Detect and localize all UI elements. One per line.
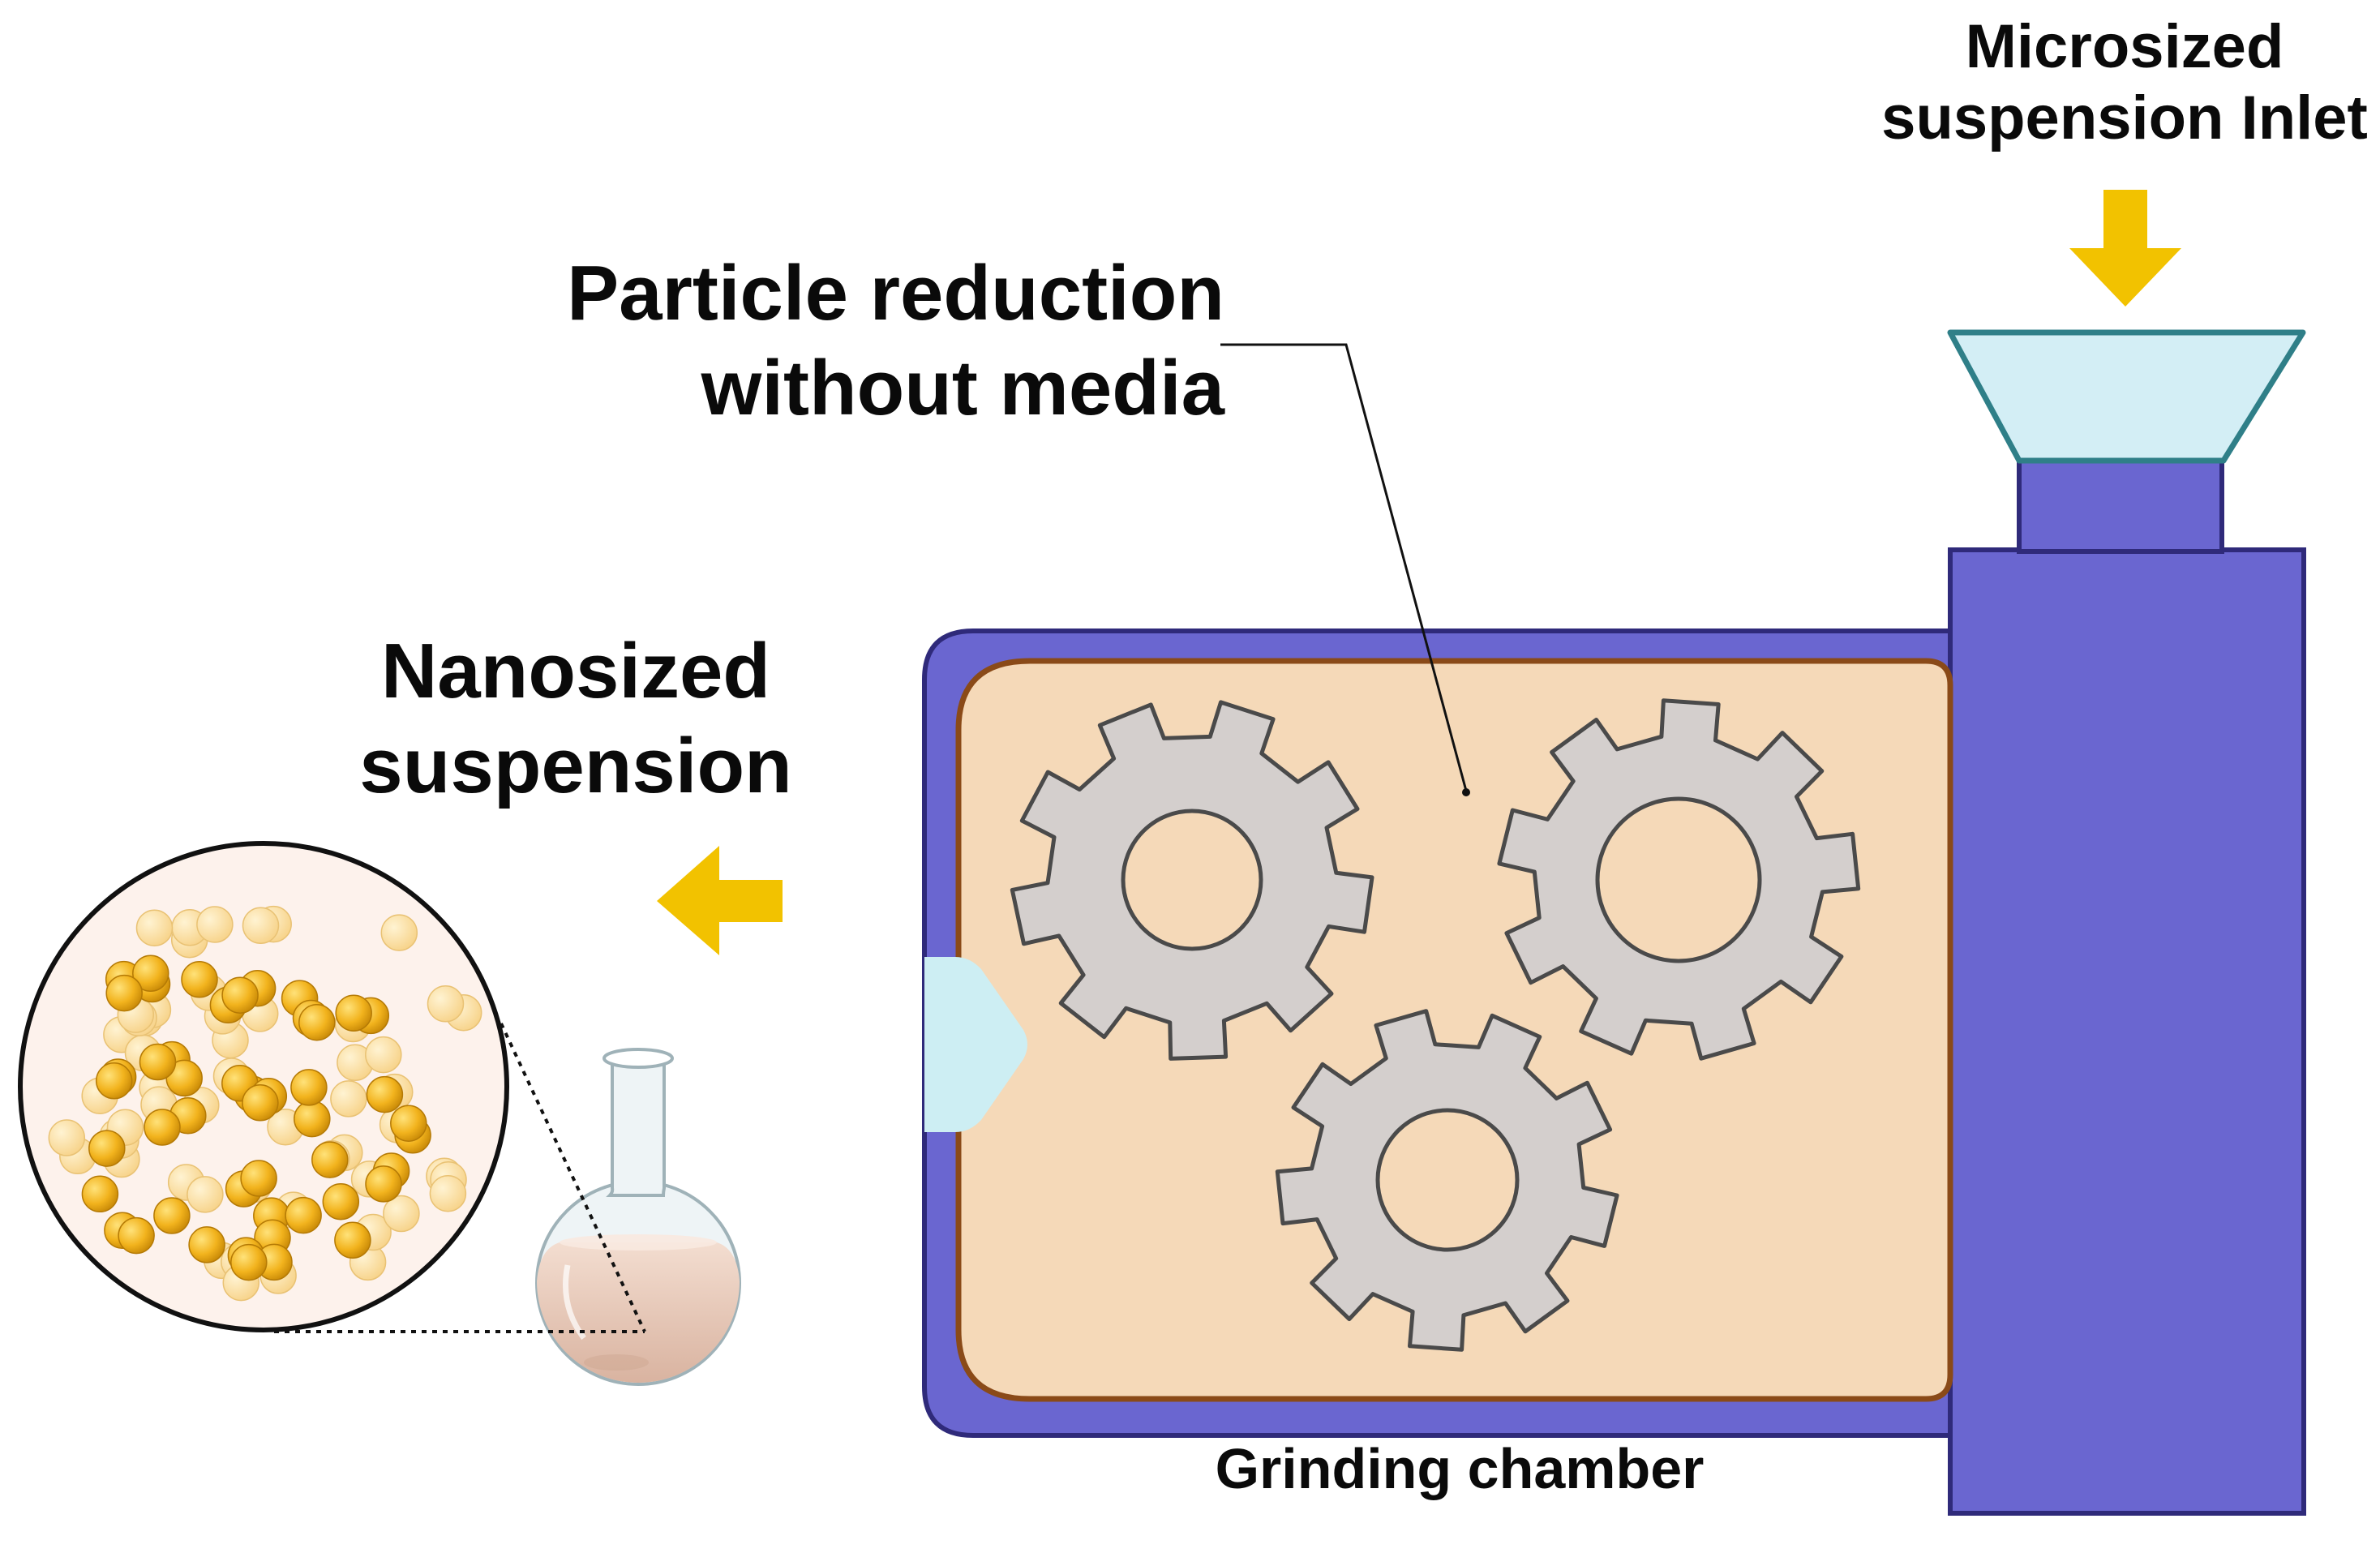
gear-top-right-icon — [1497, 698, 1861, 1061]
flask-icon — [535, 1048, 741, 1386]
nanoparticle — [330, 1080, 367, 1118]
nanoparticles — [48, 905, 482, 1302]
nanoparticle — [240, 1160, 277, 1197]
chamber-interior — [955, 658, 1953, 1402]
inlet-label-line2: suspension Inlet — [1881, 83, 2368, 152]
nanoparticle — [322, 1182, 360, 1221]
nanoparticle — [290, 1069, 328, 1106]
nanoparticle — [153, 1197, 191, 1234]
nanoparticle — [298, 1003, 336, 1041]
nanoparticle — [48, 1119, 86, 1156]
tower-body — [1948, 547, 2306, 1516]
nanoparticle — [230, 1243, 268, 1281]
nanoparticle — [334, 1221, 371, 1259]
nanoparticle — [81, 1175, 119, 1213]
nanoparticle — [132, 955, 169, 993]
nanoparticle — [105, 974, 143, 1012]
tower-neck — [2017, 458, 2224, 554]
reduction-leader-dot — [1462, 788, 1470, 796]
nanoparticle — [311, 1141, 349, 1178]
gear-bottom-icon — [1275, 1009, 1619, 1352]
nanoparticle — [188, 1226, 225, 1263]
nanoparticle — [335, 994, 372, 1032]
outlet-nozzle — [924, 957, 1027, 1132]
nanoparticle — [390, 1105, 427, 1142]
nanoparticle-zoom-view — [18, 841, 509, 1332]
nanoparticle — [365, 1036, 402, 1074]
nanoparticle — [429, 1174, 467, 1212]
nanoparticle — [242, 907, 280, 945]
inlet-tower — [1947, 329, 2306, 1516]
nanoparticle — [365, 1165, 402, 1203]
chamber-label: Grinding chamber — [1215, 1437, 1705, 1500]
reduction-leader-line — [1220, 343, 1468, 792]
inlet-hopper — [1947, 329, 2306, 464]
outlet-label-line1: Nanosized — [380, 628, 771, 714]
nanoparticle — [427, 985, 465, 1023]
nanoparticle — [135, 909, 174, 946]
nanoparticle — [95, 1062, 133, 1100]
nanoparticle — [196, 906, 234, 943]
nanoparticle — [366, 1075, 404, 1113]
outlet-arrow-icon — [657, 846, 783, 955]
zoom-connector — [274, 1023, 646, 1333]
gear-top-left-icon — [1010, 700, 1374, 1061]
nanoparticle — [380, 914, 418, 951]
reduction-label: Particle reduction without media — [519, 250, 1224, 431]
nanoparticle — [383, 1195, 420, 1233]
nanoparticle — [88, 1130, 126, 1167]
nanoparticle — [139, 1043, 177, 1081]
inlet-label-line1: Microsized — [1965, 12, 2284, 81]
nanoparticle — [118, 1216, 155, 1255]
nanoparticle — [242, 1084, 279, 1122]
inlet-arrow-icon — [2069, 190, 2181, 307]
nanoparticle — [221, 976, 259, 1014]
reduction-label-line2: without media — [701, 344, 1224, 431]
gears-group — [1010, 698, 1861, 1352]
nanoparticle — [144, 1109, 181, 1146]
inlet-label: Microsized suspension Inlet — [1873, 15, 2376, 151]
nanoparticle — [181, 961, 218, 998]
outlet-label-line2: suspension — [359, 722, 792, 809]
nanoparticle — [187, 1176, 224, 1213]
reduction-label-line1: Particle reduction — [567, 250, 1224, 337]
nanoparticle — [285, 1196, 322, 1234]
grinding-chamber — [922, 628, 1953, 1438]
outlet-label: Nanosized suspension — [324, 628, 827, 809]
nanoparticle — [294, 1100, 331, 1138]
